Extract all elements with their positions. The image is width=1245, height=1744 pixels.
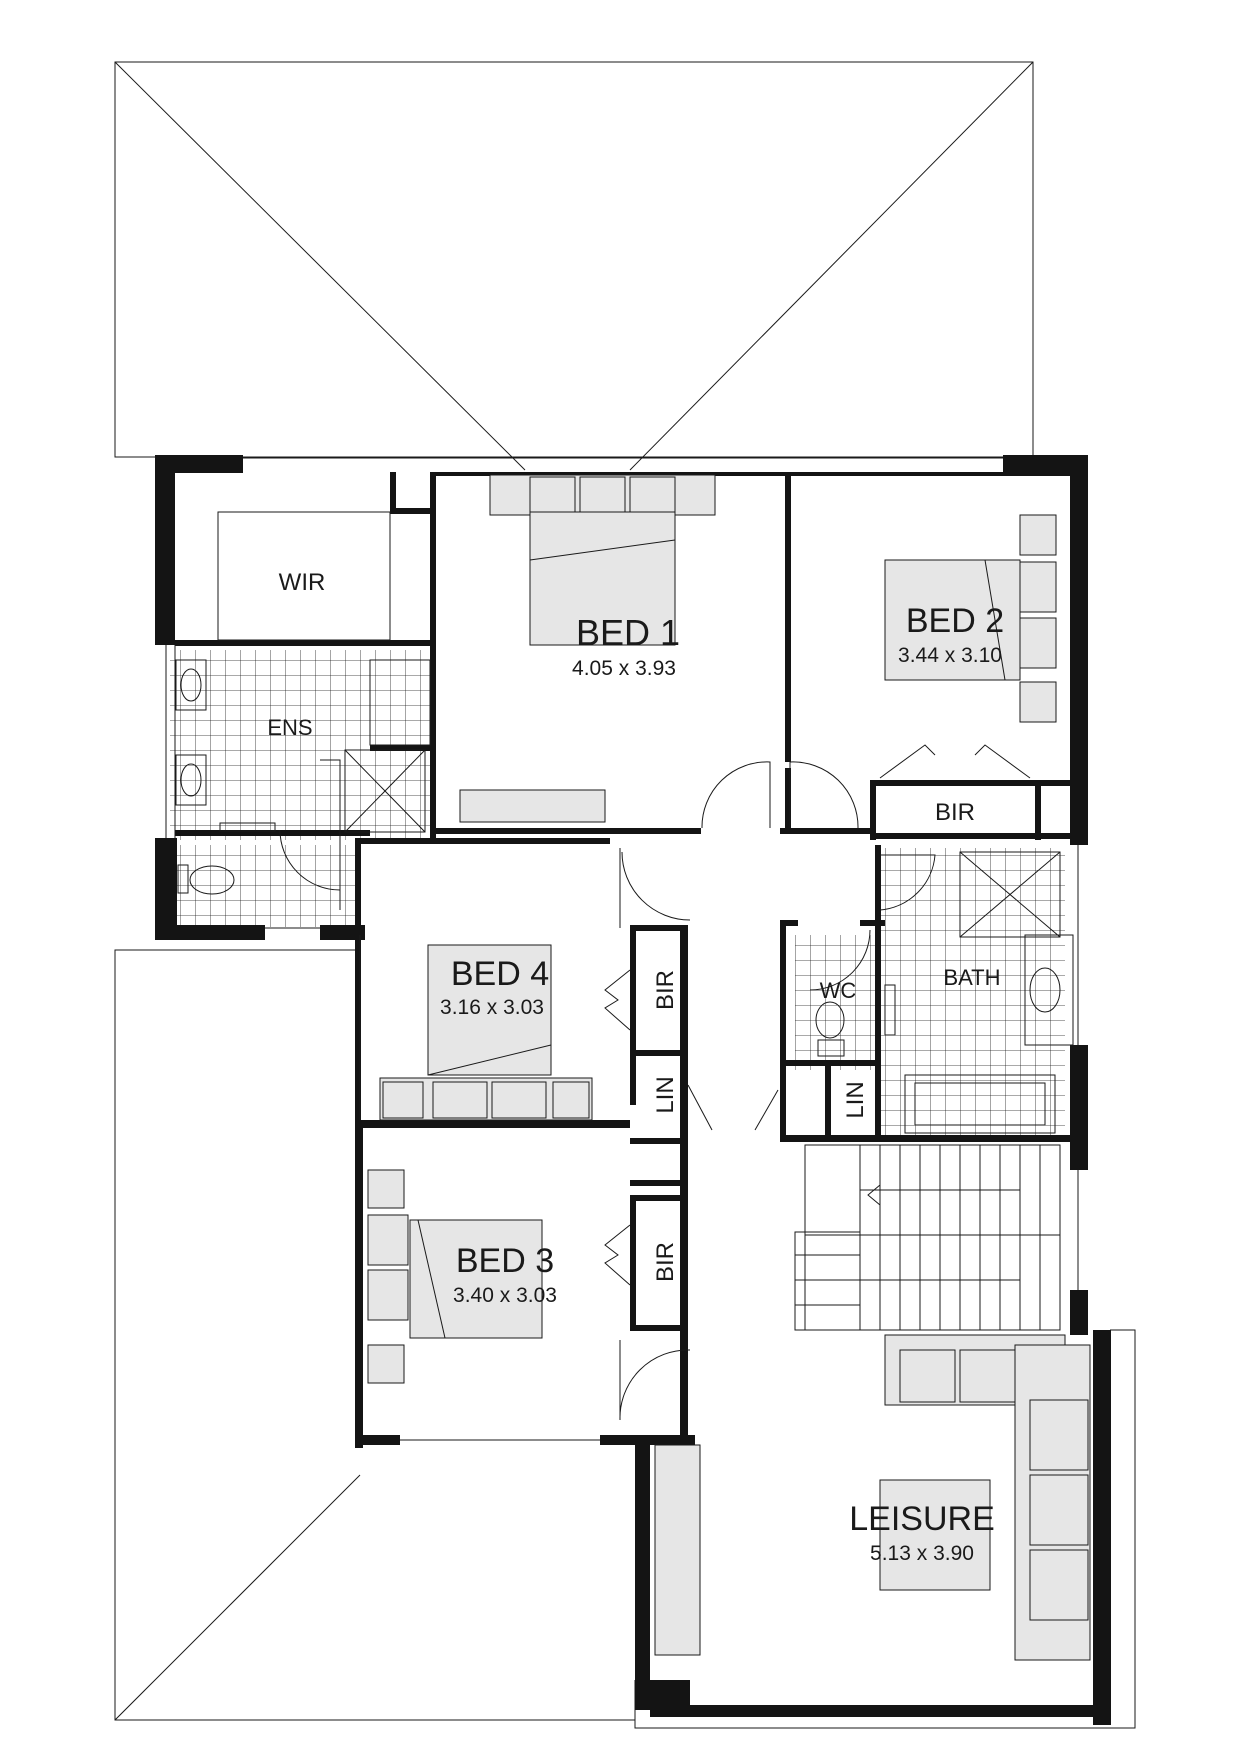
room-dims-bed1: 4.05 x 3.93 xyxy=(572,657,676,680)
walls xyxy=(155,455,1111,1725)
room-name-lin-left: LIN xyxy=(652,1076,679,1113)
room-name-bath: BATH xyxy=(943,965,1000,990)
stairs xyxy=(794,1144,1061,1331)
room-name-wc: WC xyxy=(820,978,857,1003)
bed1-furniture xyxy=(459,474,716,823)
wir-shelving xyxy=(217,511,391,641)
room-name-bir-bed4: BIR xyxy=(652,970,679,1010)
bed-doors xyxy=(701,761,859,829)
ens-fixtures xyxy=(175,659,431,910)
room-dims-bed4: 3.16 x 3.03 xyxy=(440,996,544,1019)
lin-doors xyxy=(687,1084,779,1131)
room-dims-bed2: 3.44 x 3.10 xyxy=(898,644,1002,667)
bed2-furniture xyxy=(879,514,1057,779)
tiled-floors xyxy=(170,650,1065,1138)
bath-fixtures xyxy=(879,851,1074,1134)
room-name-lin-right: LIN xyxy=(842,1081,869,1118)
room-dims-leisure: 5.13 x 3.90 xyxy=(870,1542,974,1565)
room-name-bed1: BED 1 xyxy=(576,612,680,653)
roof-top xyxy=(114,61,1034,471)
windows xyxy=(165,457,1079,1441)
room-name-wir: WIR xyxy=(279,569,326,596)
room-name-bed2: BED 2 xyxy=(906,602,1004,640)
room-name-bir-bed2: BIR xyxy=(935,799,975,826)
room-labels: WIR ENS BED 1 4.05 x 3.93 BED 2 3.44 x 3… xyxy=(267,569,1004,1565)
wc-fixtures xyxy=(809,929,896,1057)
ens-toilet-icon xyxy=(177,864,235,895)
bed3-furniture xyxy=(367,1169,691,1421)
room-name-bed3: BED 3 xyxy=(456,1242,554,1280)
room-name-bed4: BED 4 xyxy=(451,955,549,993)
leisure-furniture xyxy=(654,1334,1091,1661)
bed4-furniture xyxy=(379,848,691,1121)
leisure-outer-border xyxy=(634,1329,1136,1729)
room-dims-bed3: 3.40 x 3.03 xyxy=(453,1284,557,1307)
room-name-leisure: LEISURE xyxy=(849,1500,995,1538)
room-name-bir-bed3: BIR xyxy=(652,1242,679,1282)
room-name-ens: ENS xyxy=(267,715,312,740)
roof-bottom-left xyxy=(114,949,635,1721)
